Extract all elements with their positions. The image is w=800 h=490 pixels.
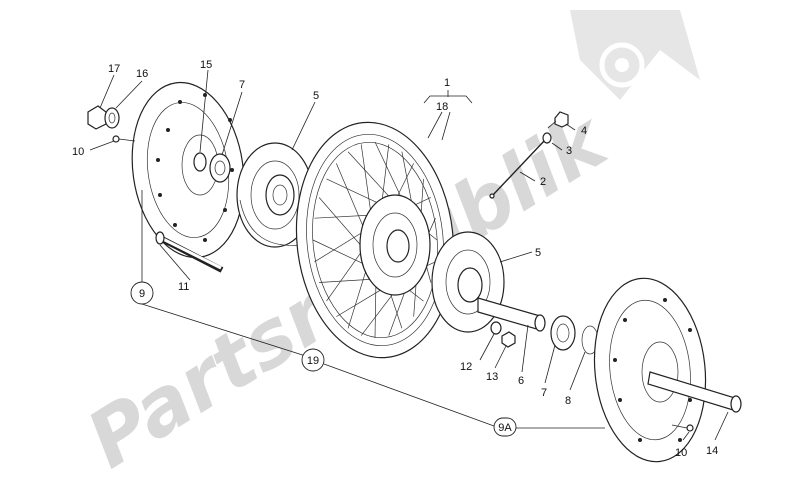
callout-14: 14 bbox=[706, 445, 718, 457]
axle-14 bbox=[647, 371, 742, 413]
nut-13 bbox=[501, 331, 516, 348]
callout-19: 19 bbox=[307, 355, 319, 367]
callout-7-left: 7 bbox=[239, 79, 245, 91]
callout-10-right: 10 bbox=[675, 447, 687, 459]
circled-callouts: 9 19 9A bbox=[130, 281, 517, 437]
callout-2: 2 bbox=[540, 176, 546, 188]
callout-17: 17 bbox=[108, 63, 120, 75]
callout-18: 18 bbox=[436, 101, 448, 113]
callout-5-left: 5 bbox=[313, 90, 319, 102]
washer-16 bbox=[104, 107, 120, 129]
callout-1: 1 bbox=[444, 77, 450, 89]
spacer-tube-6 bbox=[477, 297, 546, 332]
spoke-2 bbox=[489, 139, 546, 199]
axle-11 bbox=[155, 231, 224, 273]
nipple-4 bbox=[547, 111, 569, 129]
callout-12: 12 bbox=[460, 361, 472, 373]
callout-9: 9 bbox=[139, 288, 145, 300]
callout-13: 13 bbox=[486, 371, 498, 383]
front-brake-disc-left bbox=[131, 81, 245, 259]
bearing-left bbox=[209, 153, 231, 183]
bearing-right bbox=[550, 315, 576, 351]
callout-8: 8 bbox=[565, 395, 571, 407]
bolt-10-left bbox=[112, 135, 136, 143]
front-brake-disc-right bbox=[593, 277, 707, 463]
callout-3: 3 bbox=[566, 145, 572, 157]
callout-7-right: 7 bbox=[541, 387, 547, 399]
bolt-12 bbox=[490, 321, 502, 335]
callout-labels: 17 16 15 7 5 10 11 1 18 4 3 2 5 12 13 6 … bbox=[72, 59, 718, 459]
callout-6: 6 bbox=[518, 375, 524, 387]
callout-16: 16 bbox=[136, 68, 148, 80]
nipple-3 bbox=[542, 132, 552, 144]
spoked-wheel bbox=[295, 121, 455, 359]
nut-17 bbox=[87, 105, 107, 130]
bolt-10-right bbox=[671, 424, 694, 432]
callout-15: 15 bbox=[200, 59, 212, 71]
callout-9a: 9A bbox=[498, 422, 512, 434]
callout-10-left: 10 bbox=[72, 146, 84, 158]
leader-lines bbox=[89, 69, 729, 441]
callout-4: 4 bbox=[581, 125, 587, 137]
callout-5-right: 5 bbox=[535, 247, 541, 259]
callout-11: 11 bbox=[178, 281, 189, 293]
gear-icon bbox=[570, 10, 700, 100]
spacer-15 bbox=[193, 152, 207, 172]
